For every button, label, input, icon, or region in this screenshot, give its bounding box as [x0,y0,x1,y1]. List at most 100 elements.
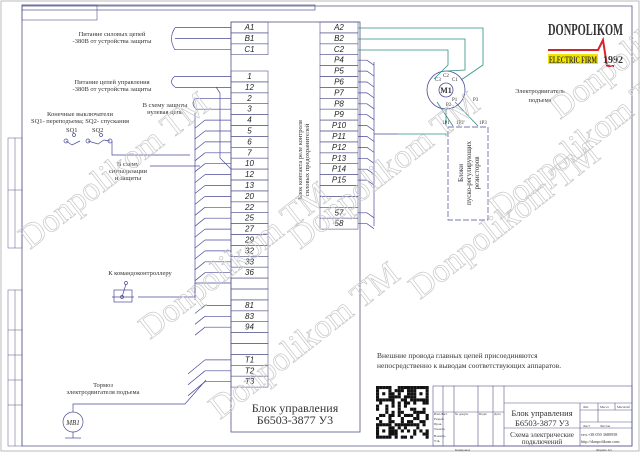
wire [358,81,375,88]
wire [358,223,375,229]
wire [194,130,231,140]
svg-text:Дата: Дата [494,412,501,416]
wire [358,92,375,99]
limit-switch-symbol [63,133,190,156]
terminal-label: 2 [246,94,252,103]
motor-label: М1 [440,86,452,95]
svg-text:Лист: Лист [583,424,590,428]
wire [194,326,231,336]
svg-text:Р3: Р3 [473,98,479,103]
wire [194,163,231,172]
svg-text:Масштаб: Масштаб [617,405,630,409]
sq1-label: SQ1 [66,127,78,134]
wire [358,168,375,175]
terminal-label: 10 [245,159,254,168]
wire [215,86,232,170]
left-margin-stamps [7,137,23,447]
phone-text: тел.+38 050 3680958 [581,432,617,437]
svg-text:Т.контр.: Т.контр. [434,427,445,431]
svg-text:1Р3: 1Р3 [479,121,487,126]
wire [194,119,231,129]
terminal-label: C2 [334,45,345,54]
svg-text:Р2: Р2 [446,103,452,108]
terminal-label: 81 [245,301,254,310]
terminal-label: P14 [332,165,347,174]
terminal-label: A2 [333,23,344,32]
wire [358,59,375,66]
svg-text:С2: С2 [443,74,449,79]
wire [194,305,231,314]
wire [358,179,375,186]
svg-text:С3: С3 [435,78,441,83]
terminal-label: 6 [247,137,252,146]
wire [194,196,231,205]
resistor-block [447,126,489,221]
relay-block-label: Блок контакта реле контролясиловых предо… [297,120,311,200]
terminal-label: C1 [244,45,254,54]
svg-text:Изм.Лист: Изм.Лист [434,412,448,416]
svg-text:Масса: Масса [600,405,609,409]
svg-text:Пров.: Пров. [434,422,442,426]
donpolikom-logo: DONPOLIKOM ELECTRIC FIRM 1992 [548,20,623,67]
svg-text:Лит.: Лит. [583,405,589,409]
wire [194,272,231,281]
wire [187,370,231,386]
wire [194,185,231,194]
terminal-label: 27 [244,225,254,234]
terminal-label: 33 [245,257,254,266]
wire [194,152,231,162]
svg-text:DONPOLIKOM: DONPOLIKOM [548,20,623,39]
svg-text:Разраб.: Разраб. [434,417,444,421]
resistor-label: Блокипуско-регулирующихрезисторов [457,141,481,205]
terminal-label: 58 [335,219,344,228]
brake-motor-symbol [62,379,207,439]
terminal-label: 22 [244,203,254,212]
wire [194,141,231,151]
svg-text:ELECTRIC FIRM: ELECTRIC FIRM [549,55,597,65]
wires [150,27,398,396]
terminal-label: 25 [244,214,254,223]
wire [194,228,231,238]
controller-label: К командоконтроллеру [108,270,172,277]
qr-code [376,386,429,439]
svg-text:Н.контр.: Н.контр. [434,434,446,438]
svg-text:С1: С1 [452,78,458,83]
svg-text:Утв.: Утв. [434,439,440,443]
terminal-label: T3 [245,377,255,386]
site-link[interactable]: http://donpolikom.com [581,439,620,444]
terminal-label: P6 [334,78,344,87]
terminal-label: 13 [245,181,254,190]
wire [194,239,231,249]
wire [358,114,375,120]
svg-text:Подп.: Подп. [479,412,487,416]
note-text: Внешние провода главных цепей присоединя… [377,351,561,370]
terminal-label: P13 [332,154,347,163]
control-supply-label: Питание цепей управления-380В от устройс… [73,79,153,93]
wire [358,136,375,142]
wire [358,157,375,164]
svg-text:Листов: Листов [600,424,611,428]
corner-stamp [21,4,98,21]
svg-text:№ докум.: № докум. [455,412,469,416]
wire [171,75,176,88]
terminal-label: 7 [247,148,252,157]
terminal-label: A1 [244,23,255,32]
wire [194,206,231,216]
svg-text:Р1: Р1 [452,98,458,103]
terminal-label: P9 [334,110,344,119]
terminal-label: P7 [334,88,344,97]
terminal-label: P15 [332,176,347,185]
motor-wires [358,27,484,135]
terminal-label: 12 [245,83,254,92]
terminal-label: 3 [247,105,252,114]
sq2-label: SQ2 [92,127,104,134]
